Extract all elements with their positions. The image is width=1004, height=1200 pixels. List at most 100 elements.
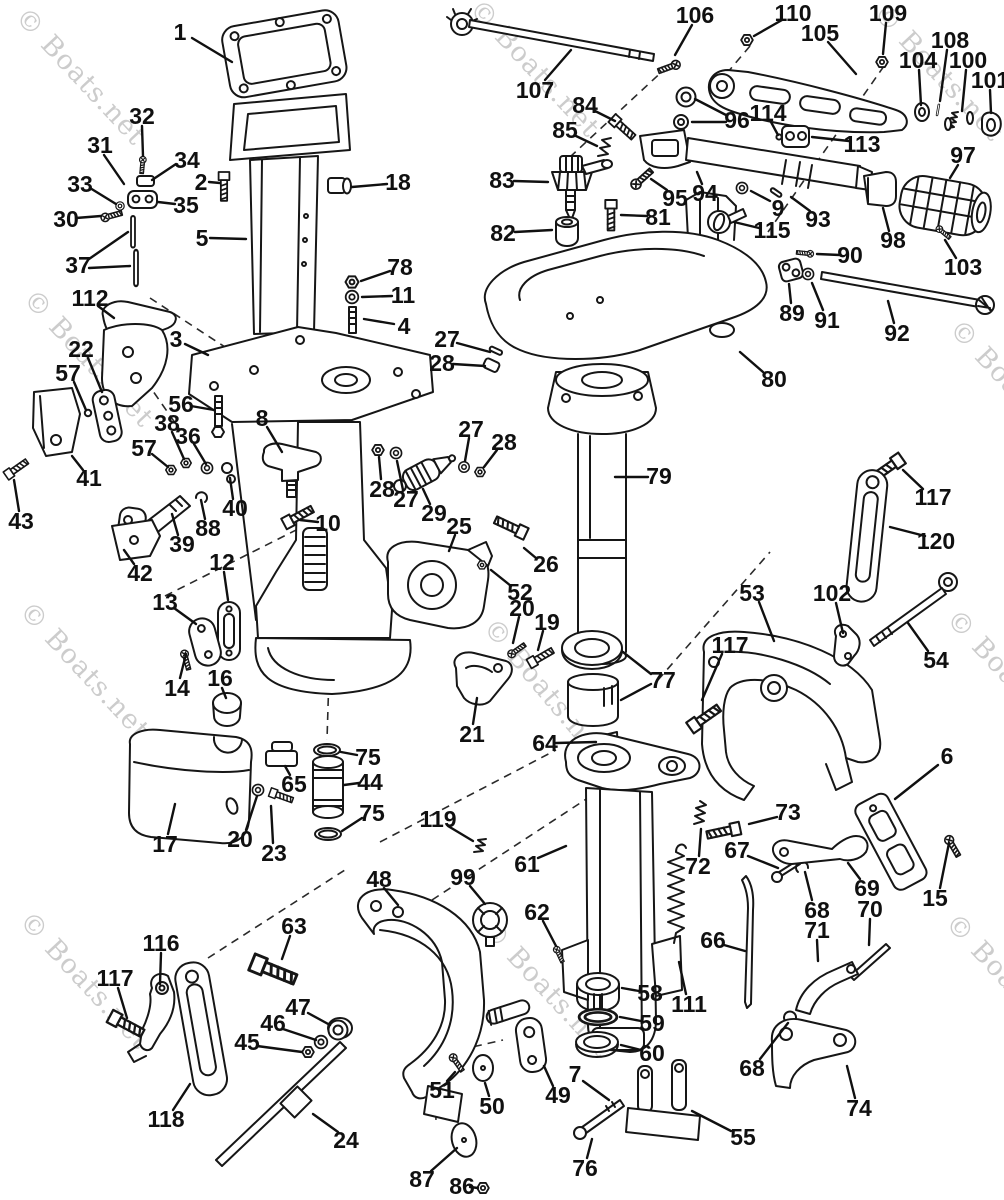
part-78-nut bbox=[344, 275, 360, 289]
part-label-70: 70 bbox=[857, 896, 883, 922]
leader-line-87 bbox=[429, 1146, 459, 1173]
part-label-52: 52 bbox=[507, 579, 533, 605]
part-label-34: 34 bbox=[174, 147, 200, 173]
leader-line-32 bbox=[140, 124, 145, 158]
part-label-55: 55 bbox=[730, 1124, 756, 1150]
leader-line-96 bbox=[693, 97, 728, 117]
leader-line-44 bbox=[342, 781, 361, 787]
part-77-sleeve bbox=[567, 673, 619, 727]
leader-line-47 bbox=[306, 1011, 332, 1027]
part-label-53: 53 bbox=[739, 580, 765, 606]
leader-line-3 bbox=[183, 342, 210, 357]
part-16-plug bbox=[212, 692, 242, 727]
leader-line-8 bbox=[265, 425, 284, 454]
part-70-rod bbox=[849, 943, 891, 981]
part-8-mount bbox=[261, 442, 322, 498]
part-label-37: 37 bbox=[65, 252, 91, 278]
part-label-80: 80 bbox=[761, 366, 787, 392]
part-25-clamp-block bbox=[386, 540, 493, 630]
part-label-5: 5 bbox=[196, 225, 209, 251]
leader-line-34 bbox=[150, 162, 178, 182]
leader-line-83 bbox=[512, 179, 550, 184]
part-label-85: 85 bbox=[552, 117, 578, 143]
leader-line-11 bbox=[360, 294, 394, 299]
part-label-60: 60 bbox=[639, 1040, 665, 1066]
leader-line-116 bbox=[158, 951, 163, 986]
part-100-spring bbox=[944, 111, 974, 131]
part-24-tilt-rod bbox=[215, 1041, 347, 1167]
part-label-117: 117 bbox=[96, 965, 133, 991]
part-label-75: 75 bbox=[359, 800, 385, 826]
part-label-13: 13 bbox=[152, 589, 178, 615]
part-label-108: 108 bbox=[931, 27, 970, 53]
leader-line-103 bbox=[943, 238, 958, 260]
part-label-91: 91 bbox=[814, 307, 840, 333]
part-91-washer bbox=[801, 267, 815, 281]
part-label-64: 64 bbox=[532, 730, 558, 756]
part-label-54: 54 bbox=[923, 647, 949, 673]
leader-line-27 bbox=[455, 341, 492, 354]
part-label-82: 82 bbox=[490, 220, 516, 246]
part-label-20: 20 bbox=[227, 826, 253, 852]
leader-line-98 bbox=[881, 206, 891, 233]
part-63-bolt bbox=[247, 952, 300, 989]
leader-line-1 bbox=[190, 36, 234, 64]
leader-line-22 bbox=[86, 356, 104, 394]
part-label-113: 113 bbox=[843, 131, 880, 157]
leader-line-107 bbox=[543, 48, 573, 82]
leader-line-26 bbox=[522, 546, 538, 560]
part-59-oring bbox=[577, 1007, 619, 1027]
part-label-49: 49 bbox=[545, 1082, 571, 1108]
part-label-102: 102 bbox=[813, 580, 851, 606]
part-label-43: 43 bbox=[8, 508, 34, 534]
part-label-30: 30 bbox=[53, 206, 79, 232]
leader-line-36 bbox=[192, 442, 208, 466]
leader-lines bbox=[12, 18, 993, 1190]
leader-line-58 bbox=[620, 986, 641, 993]
leader-line-110 bbox=[752, 18, 784, 38]
leader-line-88 bbox=[199, 498, 207, 521]
leader-line-29 bbox=[421, 487, 432, 506]
part-label-115: 115 bbox=[753, 217, 790, 243]
leader-line-30 bbox=[74, 214, 103, 220]
leader-line-117 bbox=[901, 468, 925, 491]
leader-line-75 bbox=[340, 816, 364, 833]
leader-line-70 bbox=[867, 917, 872, 947]
watermark-text: © Boats.net bbox=[9, 2, 152, 152]
part-label-8: 8 bbox=[256, 405, 269, 431]
part-42-bracket bbox=[111, 519, 161, 561]
part-label-40: 40 bbox=[222, 495, 248, 521]
part-28-nut-c bbox=[371, 444, 385, 456]
part-label-89: 89 bbox=[779, 300, 805, 326]
leader-line-16 bbox=[220, 686, 228, 700]
part-label-46: 46 bbox=[260, 1010, 286, 1036]
leader-line-86 bbox=[468, 1185, 480, 1190]
leader-line-75 bbox=[339, 750, 359, 757]
part-label-27: 27 bbox=[458, 416, 484, 442]
part-20-washer bbox=[251, 783, 265, 797]
part-104-washer bbox=[914, 102, 930, 122]
part-label-16: 16 bbox=[207, 665, 233, 691]
part-label-17: 17 bbox=[152, 831, 178, 857]
part-41-bracket bbox=[32, 387, 81, 457]
part-111-spring bbox=[667, 843, 687, 944]
part-97-grip bbox=[898, 175, 992, 237]
part-32-screw bbox=[137, 155, 148, 175]
part-12-gasket bbox=[217, 601, 241, 661]
leader-line-50 bbox=[483, 1081, 491, 1098]
part-label-90: 90 bbox=[837, 242, 863, 268]
part-101-cap bbox=[981, 111, 1002, 137]
leader-line-20 bbox=[511, 615, 521, 645]
leader-line-5 bbox=[208, 236, 248, 241]
part-label-88: 88 bbox=[195, 515, 221, 541]
leader-line-65 bbox=[283, 764, 292, 777]
part-label-100: 100 bbox=[949, 47, 987, 73]
leader-line-90 bbox=[815, 252, 842, 257]
part-109-nut bbox=[875, 56, 889, 68]
part-53-stern-bracket bbox=[701, 630, 882, 801]
leader-line-78 bbox=[359, 269, 392, 283]
leader-line-66 bbox=[722, 943, 747, 953]
part-label-77: 77 bbox=[650, 667, 676, 693]
part-label-96: 96 bbox=[724, 107, 750, 133]
